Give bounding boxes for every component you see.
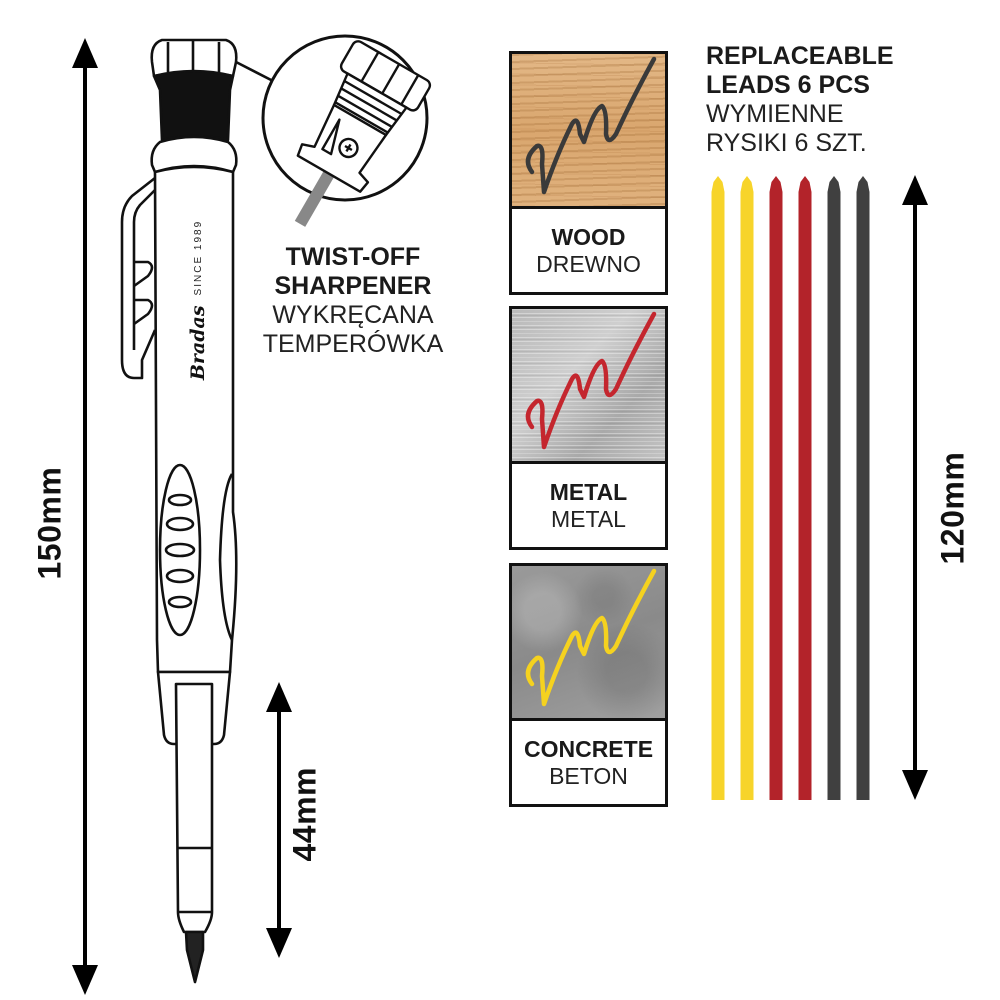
tip-length-label: 44mm <box>286 767 323 862</box>
metal-swatch <box>512 309 665 464</box>
lead-4 <box>798 176 812 800</box>
sharpener-subtitle-2: TEMPERÓWKA <box>262 330 444 358</box>
collar <box>152 69 235 142</box>
scribble-icon <box>525 311 657 450</box>
concrete-swatch <box>512 566 665 721</box>
total-length-label: 150mm <box>31 466 68 580</box>
lead-3 <box>769 176 783 800</box>
scribble-icon <box>525 568 657 707</box>
lead-1 <box>711 176 725 800</box>
wood-swatch <box>512 54 665 209</box>
leads-title-1: REPLACEABLE <box>706 42 894 70</box>
scribble-icon <box>525 56 657 195</box>
sharpener-caption: TWIST-OFF SHARPENER WYKRĘCANA TEMPERÓWKA <box>258 243 448 359</box>
arrow-down-icon <box>266 928 292 958</box>
total-length-arrow <box>72 38 98 995</box>
pencil-drawing <box>120 38 238 984</box>
leads-caption: REPLACEABLE LEADS 6 PCS WYMIENNE RYSIKI … <box>706 42 894 158</box>
sharpener-subtitle-1: WYKRĘCANA <box>272 301 434 329</box>
arrow-down-icon <box>902 770 928 800</box>
surface-name: METAL <box>549 478 628 505</box>
brand-logo: Bradas <box>187 305 209 381</box>
tip-tube <box>174 682 214 934</box>
arrow-down-icon <box>72 965 98 995</box>
lead-tip <box>184 930 205 984</box>
surface-card-concrete: CONCRETE BETON <box>509 563 668 807</box>
surface-name-pl: METAL <box>551 505 626 532</box>
sharpener-icon <box>294 40 432 227</box>
surface-name: WOOD <box>551 223 626 250</box>
lead-2 <box>740 176 754 800</box>
lead-length-arrow <box>902 175 928 800</box>
surface-name-pl: DREWNO <box>536 250 641 277</box>
arrow-up-icon <box>266 682 292 712</box>
lead-6 <box>856 176 870 800</box>
lead-length-label: 120mm <box>934 451 971 565</box>
sharpener-title-1: TWIST-OFF <box>285 243 421 271</box>
brand-text: Bradas SINCE 1989 <box>183 210 213 390</box>
leads <box>711 176 870 800</box>
surface-name: CONCRETE <box>523 735 654 762</box>
sharpener-callout <box>235 34 432 227</box>
surface-card-metal: METAL METAL <box>509 306 668 550</box>
leads-subtitle-1: WYMIENNE <box>706 100 844 128</box>
arrow-up-icon <box>72 38 98 68</box>
leads-subtitle-2: RYSIKI 6 SZT. <box>706 129 867 157</box>
leads-title-2: LEADS 6 PCS <box>706 71 870 99</box>
lead-5 <box>827 176 841 800</box>
surface-name-pl: BETON <box>549 762 628 789</box>
sharpener-title-2: SHARPENER <box>274 272 432 300</box>
clip <box>120 176 157 380</box>
arrow-up-icon <box>902 175 928 205</box>
surface-card-wood: WOOD DREWNO <box>509 51 668 295</box>
tip-length-arrow <box>266 682 292 958</box>
brand-tagline: SINCE 1989 <box>192 219 204 296</box>
